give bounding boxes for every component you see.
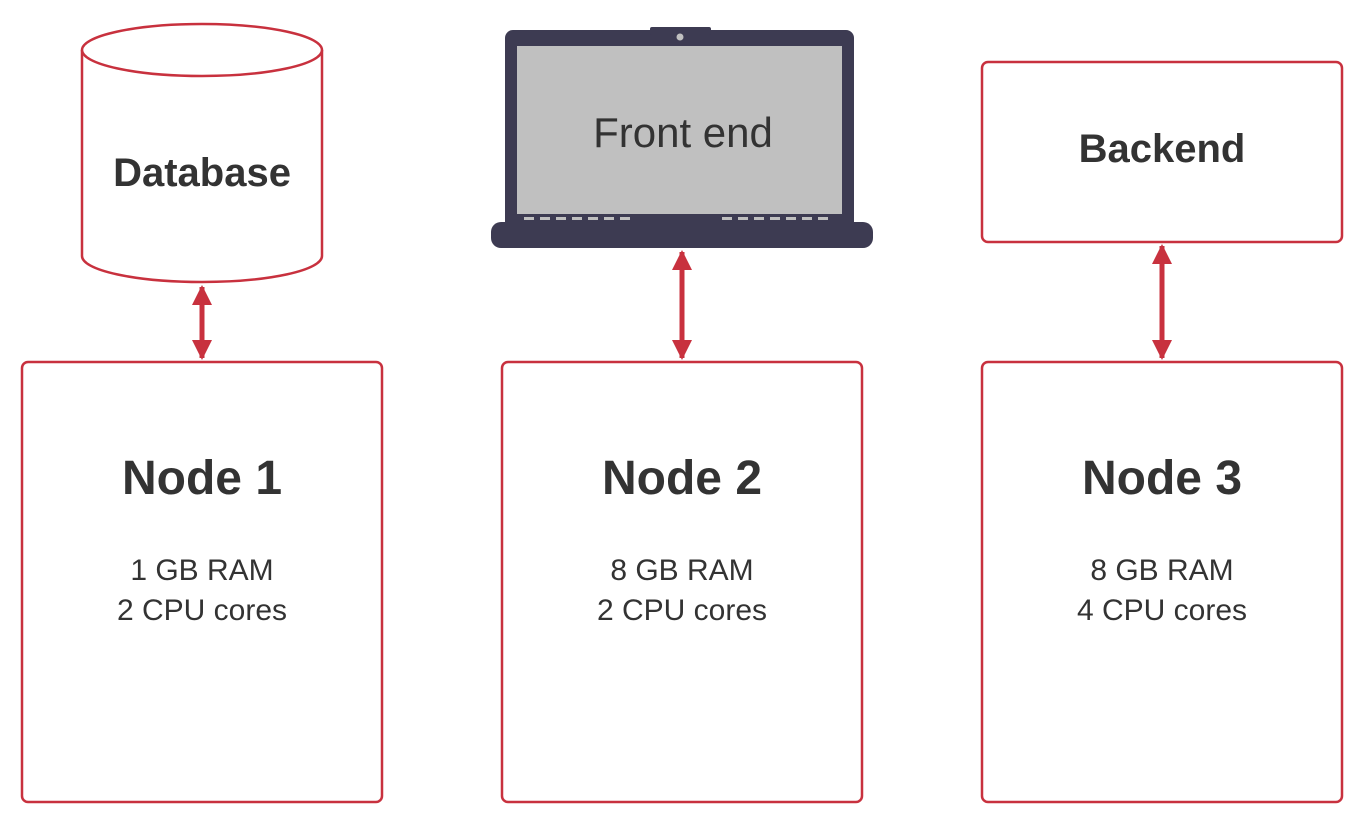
node-3-box-group[interactable]: Node 3 8 GB RAM 4 CPU cores (980, 360, 1344, 804)
node-2-cpu: 2 CPU cores (597, 594, 767, 627)
database-cylinder-icon (80, 22, 324, 284)
frontend-label: Front end (593, 109, 773, 156)
database-component[interactable]: Database (80, 22, 324, 284)
frontend-component[interactable]: Front end (491, 27, 873, 248)
node-3-title: Node 3 (1082, 452, 1242, 505)
node-2-box (500, 360, 864, 804)
node-1-ram: 1 GB RAM (130, 554, 273, 587)
node-1-title: Node 1 (122, 452, 282, 505)
node-3-box (980, 360, 1344, 804)
node-2-title: Node 2 (602, 452, 762, 505)
database-label: Database (113, 151, 291, 195)
laptop-icon (491, 27, 873, 248)
backend-box (980, 60, 1344, 244)
backend-label: Backend (1079, 127, 1246, 171)
node-1-box (20, 360, 384, 804)
node-3-ram: 8 GB RAM (1090, 554, 1233, 587)
backend-component[interactable]: Backend (980, 60, 1344, 244)
node-1-cpu: 2 CPU cores (117, 594, 287, 627)
node-3-cpu: 4 CPU cores (1077, 594, 1247, 627)
node-2-box-group[interactable]: Node 2 8 GB RAM 2 CPU cores (500, 360, 864, 804)
node-1-box-group[interactable]: Node 1 1 GB RAM 2 CPU cores (20, 360, 384, 804)
node-2-ram: 8 GB RAM (610, 554, 753, 587)
